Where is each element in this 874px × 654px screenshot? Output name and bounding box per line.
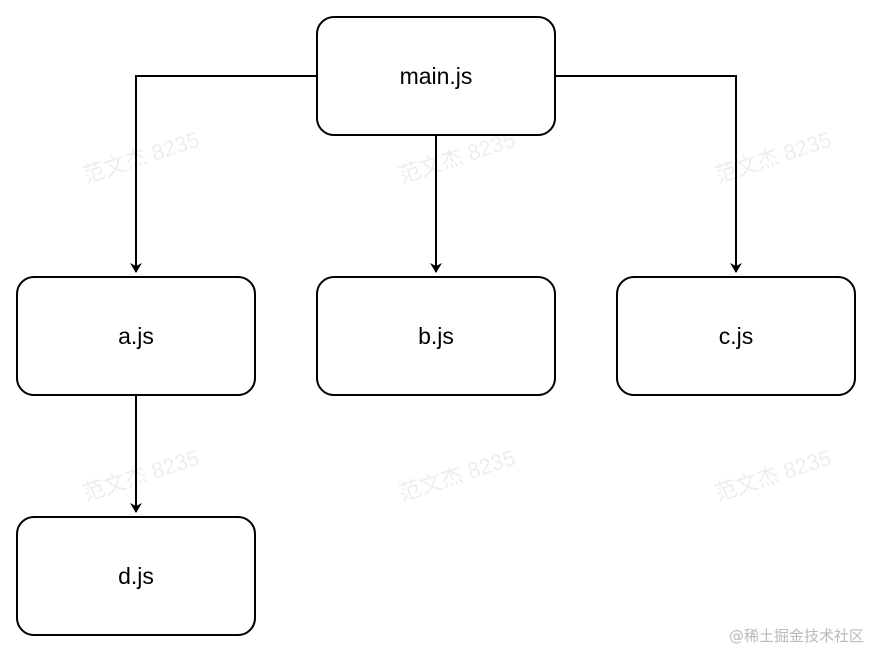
node-c-js: c.js (616, 276, 856, 396)
node-label: b.js (418, 322, 454, 349)
node-label: a.js (118, 322, 154, 349)
edge-main-to-c (556, 75, 742, 273)
node-d-js: d.js (16, 516, 256, 636)
source-credit: @稀土掘金技术社区 (728, 627, 864, 645)
node-label: main.js (399, 62, 473, 89)
node-b-js: b.js (316, 276, 556, 396)
node-main-js: main.js (316, 16, 556, 136)
node-label: c.js (718, 322, 754, 349)
node-label: d.js (118, 562, 154, 589)
edge-main-to-a (130, 75, 316, 273)
node-a-js: a.js (16, 276, 256, 396)
